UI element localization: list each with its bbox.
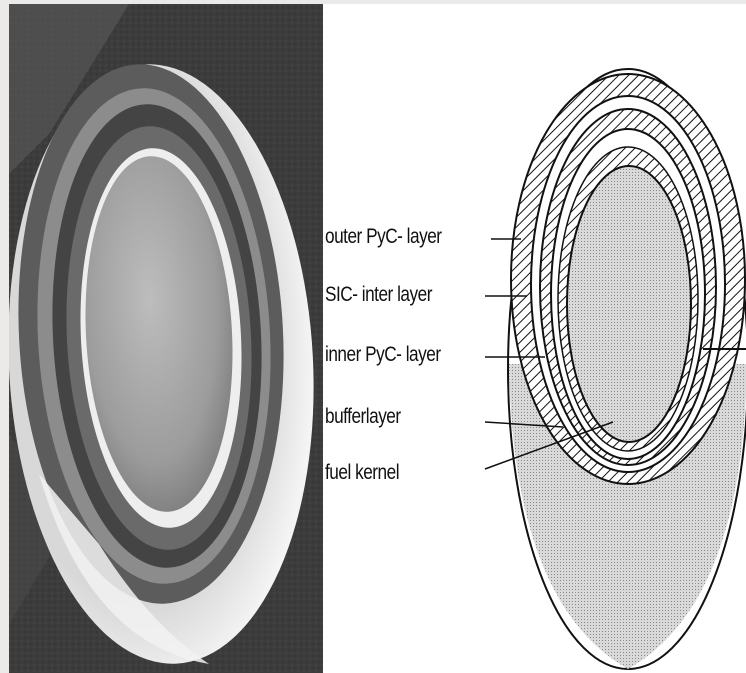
particle-schematic: outer PyC- layer SIC- inter layer inner …: [323, 4, 746, 673]
particle-micrograph: [9, 4, 323, 673]
label-buffer-layer: bufferlayer: [325, 406, 401, 427]
label-fuel-kernel: fuel kernel: [325, 462, 399, 483]
label-inner-pyc-layer: inner PyC- layer: [325, 344, 441, 365]
label-outer-pyc-layer: outer PyC- layer: [325, 226, 442, 247]
label-sic-inter-layer: SIC- inter layer: [325, 284, 432, 305]
cross-section-rings: [508, 69, 746, 669]
